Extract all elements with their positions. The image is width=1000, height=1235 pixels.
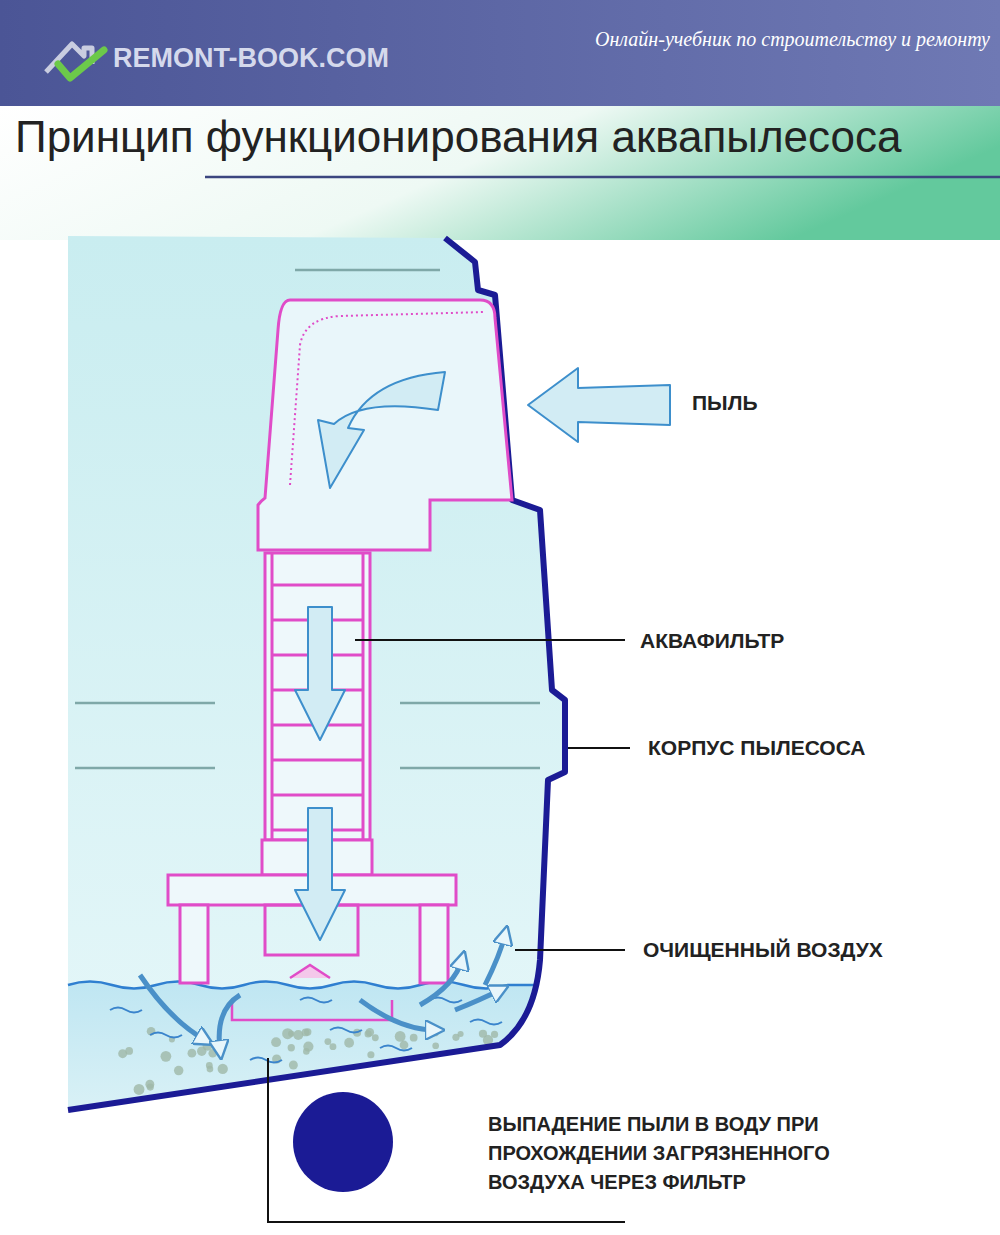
- airflow-arrows: [295, 368, 670, 940]
- logo-icon: [46, 44, 104, 78]
- bubble-arrows: [140, 935, 505, 1050]
- water: [68, 982, 538, 1111]
- water-surface: [68, 982, 538, 989]
- housing-interior: [68, 236, 565, 1110]
- callout-label: АКВАФИЛЬТР: [640, 628, 840, 654]
- level-lines: [75, 270, 540, 768]
- header-text: Онлайн-учебник по строительству и ремонт…: [570, 26, 990, 53]
- header-text: REMONT-BOOK.COM: [113, 42, 413, 74]
- callout-label: ОЧИЩЕННЫЙ ВОЗДУХ: [643, 937, 963, 963]
- dust-particles: [118, 1027, 498, 1095]
- callout-label: ПЫЛЬ: [692, 390, 812, 416]
- vacuum-housing: [68, 238, 565, 1110]
- title-band: [0, 106, 1000, 240]
- callout-label: КОРПУС ПЫЛЕСОСА: [648, 735, 948, 761]
- callout-label: ВЫПАДЕНИЕ ПЫЛИ В ВОДУ ПРИ ПРОХОЖДЕНИИ ЗА…: [488, 1110, 918, 1197]
- page-title: Принцип функционирования аквапылесоса: [15, 112, 990, 163]
- title-underline: [205, 176, 1000, 179]
- wheel: [293, 1092, 393, 1192]
- header-bar: [0, 0, 1000, 106]
- aquafilter: [168, 300, 512, 1020]
